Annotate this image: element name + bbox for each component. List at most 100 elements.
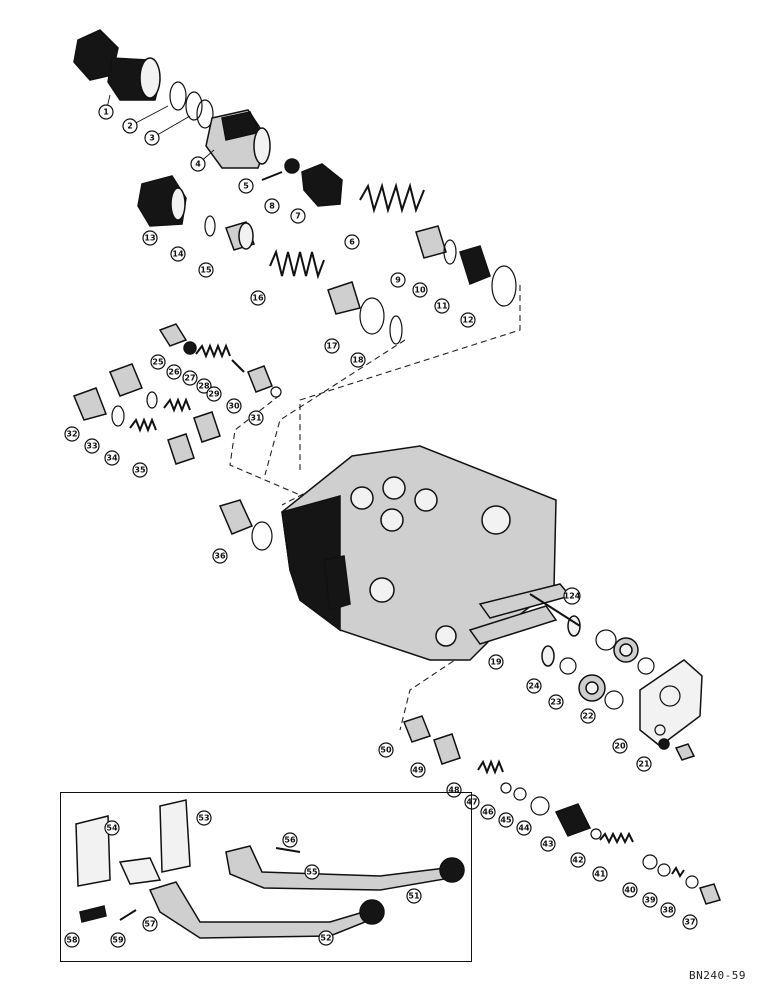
svg-text:42: 42 — [572, 856, 583, 865]
callout-35: 35 — [132, 462, 148, 478]
svg-text:29: 29 — [208, 390, 220, 399]
callout-53: 53 — [196, 810, 212, 826]
linkage-inset — [75, 799, 465, 939]
callout-7: 7 — [290, 208, 306, 224]
svg-text:7: 7 — [295, 212, 301, 221]
spools — [468, 583, 581, 667]
callout-21: 21 — [636, 756, 652, 772]
svg-text:124: 124 — [564, 592, 581, 601]
threaded-adapter — [205, 109, 271, 169]
svg-text:52: 52 — [320, 934, 331, 943]
lower-relief-parts — [403, 715, 721, 905]
callout-42: 42 — [570, 852, 586, 868]
callout-27: 27 — [182, 370, 198, 386]
callout-10: 10 — [412, 282, 428, 298]
svg-text:30: 30 — [228, 402, 240, 411]
callout-26: 26 — [166, 364, 182, 380]
callout-4: 4 — [190, 149, 215, 172]
svg-text:34: 34 — [106, 454, 118, 463]
svg-text:33: 33 — [86, 442, 97, 451]
sleeve-15 — [225, 221, 255, 251]
svg-text:53: 53 — [198, 814, 209, 823]
svg-text:6: 6 — [349, 238, 355, 247]
callout-15: 15 — [198, 262, 214, 278]
svg-text:1: 1 — [103, 108, 109, 117]
callout-48: 48 — [446, 782, 462, 798]
figure-reference: BN240-59 — [689, 969, 746, 982]
svg-text:12: 12 — [462, 316, 473, 325]
callout-13: 13 — [142, 230, 158, 246]
callout-50: 50 — [378, 742, 394, 758]
svg-text:14: 14 — [172, 250, 184, 259]
callout-20: 20 — [612, 738, 628, 754]
callout-58: 58 — [64, 932, 80, 948]
callout-1: 1 — [98, 94, 114, 120]
svg-text:10: 10 — [414, 286, 426, 295]
svg-text:17: 17 — [326, 342, 337, 351]
callout-24: 24 — [526, 678, 542, 694]
svg-text:39: 39 — [644, 896, 656, 905]
svg-text:55: 55 — [306, 868, 318, 877]
callout-51: 51 — [406, 888, 422, 904]
callout-8: 8 — [264, 198, 280, 214]
svg-text:37: 37 — [684, 918, 695, 927]
callout-34: 34 — [104, 450, 120, 466]
callout-41: 41 — [592, 866, 608, 882]
callout-2: 2 — [122, 105, 169, 134]
svg-text:46: 46 — [482, 808, 494, 817]
callout-124: 124 — [563, 587, 581, 605]
callout-22: 22 — [580, 708, 596, 724]
svg-text:35: 35 — [134, 466, 146, 475]
svg-text:44: 44 — [518, 824, 530, 833]
linkage-inset-frame — [60, 792, 472, 962]
callout-40: 40 — [622, 882, 638, 898]
svg-text:41: 41 — [594, 870, 606, 879]
callout-29: 29 — [206, 386, 222, 402]
callout-31: 31 — [248, 410, 264, 426]
callout-30: 30 — [226, 398, 242, 414]
svg-text:5: 5 — [243, 182, 249, 191]
callout-43: 43 — [540, 836, 556, 852]
svg-text:59: 59 — [112, 936, 124, 945]
callout-18: 18 — [350, 352, 366, 368]
svg-text:38: 38 — [662, 906, 674, 915]
svg-text:21: 21 — [638, 760, 650, 769]
spring-16 — [269, 248, 325, 280]
callout-33: 33 — [84, 438, 100, 454]
callout-36: 36 — [212, 548, 228, 564]
svg-text:54: 54 — [106, 824, 118, 833]
port-plug-36 — [218, 499, 273, 551]
svg-text:36: 36 — [214, 552, 226, 561]
callout-23: 23 — [548, 694, 564, 710]
svg-text:24: 24 — [528, 682, 540, 691]
svg-text:18: 18 — [352, 356, 364, 365]
callout-11: 11 — [434, 298, 450, 314]
svg-text:25: 25 — [152, 358, 164, 367]
svg-text:4: 4 — [195, 160, 201, 169]
svg-text:3: 3 — [149, 134, 155, 143]
plug-13 — [137, 175, 187, 227]
callout-38: 38 — [660, 902, 676, 918]
assembly-guide-lines — [229, 285, 521, 731]
svg-text:47: 47 — [466, 798, 477, 807]
svg-text:23: 23 — [550, 698, 561, 707]
svg-text:22: 22 — [582, 712, 593, 721]
spring-6 — [359, 182, 425, 214]
callout-14: 14 — [170, 246, 186, 262]
svg-text:58: 58 — [66, 936, 78, 945]
plug-11 — [459, 245, 517, 307]
svg-text:57: 57 — [144, 920, 155, 929]
callout-52: 52 — [318, 930, 334, 946]
callout-28: 28 — [196, 378, 212, 394]
svg-text:19: 19 — [490, 658, 502, 667]
svg-text:43: 43 — [542, 840, 553, 849]
svg-text:32: 32 — [66, 430, 77, 439]
svg-text:40: 40 — [624, 886, 636, 895]
callout-59: 59 — [110, 932, 126, 948]
svg-text:11: 11 — [436, 302, 448, 311]
callout-39: 39 — [642, 892, 658, 908]
svg-text:8: 8 — [269, 202, 275, 211]
svg-text:27: 27 — [184, 374, 195, 383]
callout-57: 57 — [142, 916, 158, 932]
